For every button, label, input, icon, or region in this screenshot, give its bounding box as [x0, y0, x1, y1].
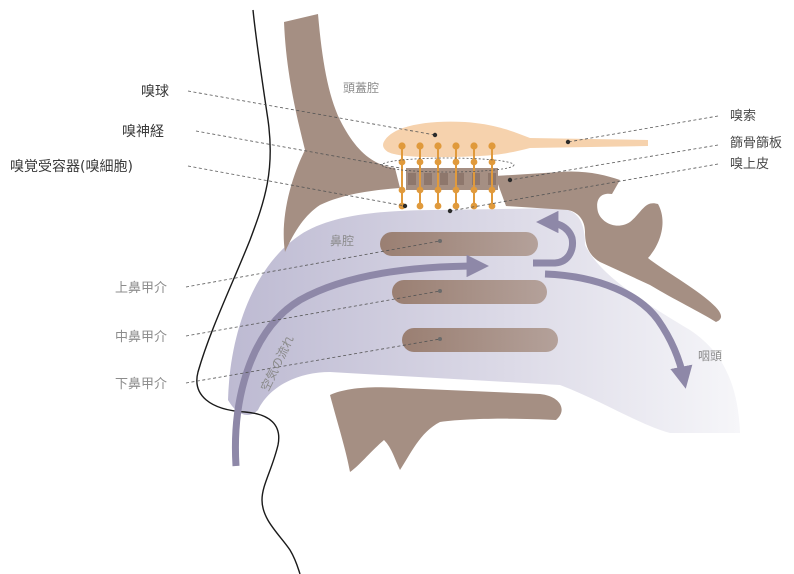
label-middle-turbinate: 中鼻甲介: [115, 329, 167, 345]
label-olfactory-nerve: 嗅神経: [122, 124, 164, 140]
label-nasal-cavity: 鼻腔: [330, 233, 354, 248]
label-olfactory-receptor: 嗅覚受容器(嗅細胞): [10, 158, 133, 175]
inferior-turbinate-shape: [402, 328, 558, 352]
label-olfactory-bulb: 嗅球: [141, 84, 169, 100]
label-superior-turbinate: 上鼻甲介: [115, 280, 167, 296]
superior-turbinate-shape: [380, 232, 538, 256]
label-olfactory-epithelium: 嗅上皮: [730, 157, 769, 172]
palate-bone: [330, 387, 562, 472]
middle-turbinate-shape: [392, 280, 547, 304]
label-inferior-turbinate: 下鼻甲介: [115, 376, 167, 392]
label-cribriform-plate: 篩骨篩板: [730, 136, 782, 151]
label-cranial-cavity: 頭蓋腔: [343, 80, 379, 95]
label-pharynx: 咽頭: [698, 349, 722, 363]
olfactory-bulb-shape: [383, 122, 648, 158]
label-olfactory-tract: 嗅索: [730, 109, 756, 124]
